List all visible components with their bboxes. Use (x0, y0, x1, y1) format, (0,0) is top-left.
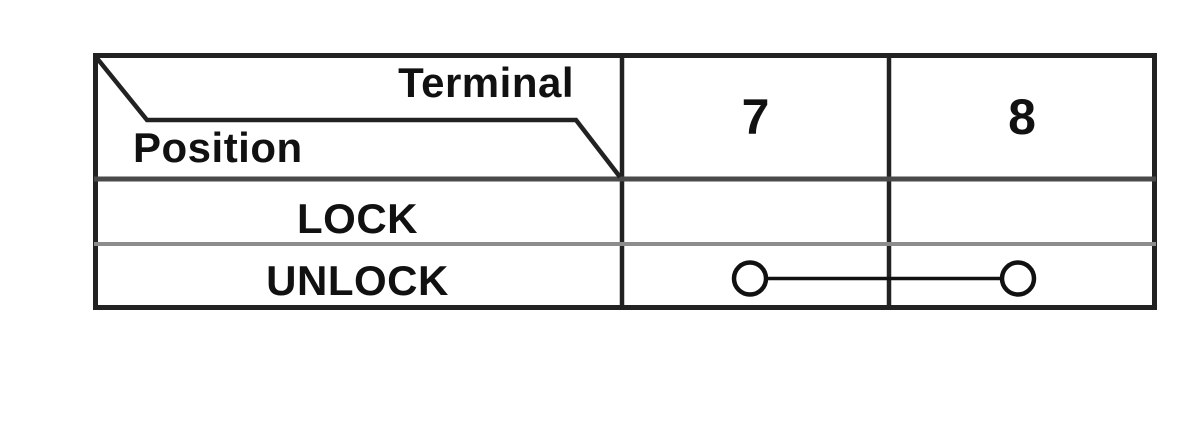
continuity-symbol-unlock (731, 260, 1037, 297)
row-label-unlock: UNLOCK (266, 257, 449, 304)
terminal-column-header-7: 7 (741, 89, 770, 145)
corner-terminal-label: Terminal (398, 59, 574, 106)
continuity-circle-terminal-7 (731, 260, 769, 297)
terminal-column-header-8: 8 (1008, 89, 1036, 145)
continuity-circle-terminal-8 (999, 260, 1037, 297)
corner-position-label: Position (133, 124, 303, 171)
corner-diagonal-divider (94, 55, 622, 179)
row-label-lock: LOCK (297, 195, 418, 242)
